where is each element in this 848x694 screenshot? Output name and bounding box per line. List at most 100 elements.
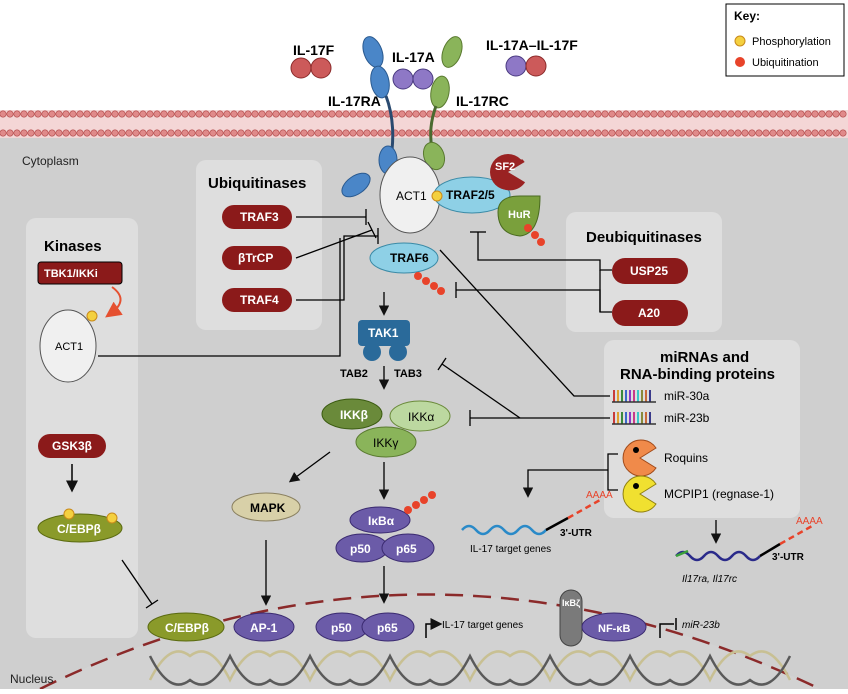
svg-text:TAB2: TAB2 [340, 368, 368, 380]
btrcp-pill: βTrCP [222, 246, 292, 270]
nuclear-target-genes: IL-17 target genes [442, 620, 523, 631]
deubiquitinases-title: Deubiquitinases [586, 229, 702, 246]
ikk-complex: IKKβ IKKα IKKγ [321, 398, 451, 458]
key-title: Key: [734, 9, 760, 23]
roquins-label: Roquins [664, 451, 708, 465]
receptor-il17ra: IL-17RA [328, 36, 398, 198]
mirna-title-1: miRNAs and [660, 349, 749, 366]
il17ra-il17rc-label: Il17ra, Il17rc [682, 574, 737, 585]
ubiquitinases-panel [196, 160, 322, 330]
svg-text:TAK1: TAK1 [368, 326, 399, 340]
mir23b-transcription-line [659, 623, 674, 638]
kinase-cebpb: C/EBPβ [37, 508, 123, 543]
svg-text:IκBα: IκBα [368, 514, 395, 528]
roquins-pacman-icon [622, 439, 657, 477]
mirna-title-2: RNA-binding proteins [620, 366, 775, 383]
kinases-title: Kinases [44, 238, 102, 255]
nfkb-ikba-complex: IκBα p50 p65 [335, 491, 436, 563]
mcpip1-pacman-icon [622, 475, 657, 513]
mirna-panel [604, 340, 800, 518]
svg-text:ACT1: ACT1 [55, 341, 83, 353]
act1-adaptor: ACT1 [379, 156, 441, 234]
traf25-protein: TRAF2/5 [431, 176, 511, 214]
usp25-pill: USP25 [612, 258, 688, 284]
pathway-edges [98, 209, 722, 609]
nuclear-nfkb: p50 p65 [315, 612, 415, 642]
tbk1-ikki-box: TBK1/IKKi [37, 261, 123, 285]
nuclear-cebpb: C/EBPβ [147, 612, 225, 642]
svg-text:TRAF3: TRAF3 [240, 210, 279, 224]
svg-text:AP-1: AP-1 [250, 621, 278, 635]
key-phospho: Phosphorylation [752, 36, 831, 48]
ligand-il17f: IL-17F [290, 42, 335, 79]
svg-text:HuR: HuR [508, 209, 531, 221]
ikbz-protein: IκBζ [559, 589, 583, 647]
phosphorylation-icon [86, 310, 98, 322]
svg-text:p65: p65 [377, 621, 398, 635]
svg-text:SF2: SF2 [495, 161, 515, 173]
traf4-pill: TRAF4 [222, 288, 292, 312]
cytoplasm-label: Cytoplasm [22, 154, 79, 168]
sf2-protein: SF2 [490, 154, 528, 191]
svg-text:IKKα: IKKα [408, 410, 434, 424]
mrna-target-genes-label: IL-17 target genes [470, 544, 551, 555]
nuclear-ap1: AP-1 [233, 612, 295, 642]
ligand-il17a: IL-17A [392, 49, 435, 90]
ubiquitinases-title: Ubiquitinases [208, 175, 306, 192]
nucleus-label: Nucleus [10, 672, 53, 686]
ligand-il17a-il17f: IL-17A–IL-17F [486, 37, 578, 77]
receptor-il17rc: IL-17RC [422, 36, 509, 171]
phosphorylation-icon [431, 190, 443, 202]
svg-text:ACT1: ACT1 [396, 189, 427, 203]
svg-text:AAAA: AAAA [796, 516, 823, 527]
transcription-arrow [425, 618, 443, 638]
il17rc-label: IL-17RC [456, 93, 509, 109]
gsk3b-pill: GSK3β [38, 434, 106, 458]
cell-membrane [0, 110, 848, 138]
dna-strand-2 [148, 653, 792, 686]
svg-text:TAB3: TAB3 [394, 368, 422, 380]
tbk1-arrow [105, 286, 123, 318]
key-ubiq: Ubiquitination [752, 57, 819, 69]
svg-text:TRAF6: TRAF6 [390, 251, 429, 265]
mir30a-label: miR-30a [664, 389, 710, 403]
svg-text:IKKγ: IKKγ [373, 436, 398, 450]
hur-protein: HuR [497, 195, 545, 246]
mir23b-icon [612, 412, 656, 425]
utr-label: 3'-UTR [560, 528, 593, 539]
il17ra-label: IL-17RA [328, 93, 381, 109]
poly-a-tail: AAAA [586, 490, 613, 501]
tak1-complex: TAK1 TAB2 TAB3 [340, 320, 422, 380]
mir30a-icon [612, 390, 656, 403]
kinase-act1: ACT1 [39, 309, 98, 383]
phosphorylation-icon [734, 35, 746, 47]
svg-text:TBK1/IKKi: TBK1/IKKi [44, 268, 98, 280]
nuclear-nfkb-2: NF-κB [581, 612, 647, 642]
svg-text:C/EBPβ: C/EBPβ [165, 621, 209, 635]
svg-text:βTrCP: βTrCP [238, 251, 273, 265]
traf6-protein: TRAF6 [369, 242, 445, 295]
traf3-pill: TRAF3 [222, 205, 292, 229]
key-box: Key: Phosphorylation Ubiquitination [725, 3, 845, 77]
svg-text:IκBζ: IκBζ [562, 598, 580, 608]
dna-strand-1 [148, 650, 792, 683]
svg-text:MAPK: MAPK [250, 501, 286, 515]
svg-text:A20: A20 [638, 306, 660, 320]
svg-text:p50: p50 [331, 621, 352, 635]
svg-text:TRAF2/5: TRAF2/5 [446, 188, 495, 202]
mrna-il17-targets: AAAA 3'-UTR IL-17 target genes [461, 490, 613, 555]
mapk-protein: MAPK [231, 492, 301, 522]
svg-text:USP25: USP25 [630, 264, 668, 278]
svg-text:3'-UTR: 3'-UTR [772, 552, 805, 563]
svg-text:IKKβ: IKKβ [340, 408, 368, 422]
svg-text:IL-17A–IL-17F: IL-17A–IL-17F [486, 37, 578, 53]
ubiquitination-icon [735, 57, 745, 67]
a20-pill: A20 [612, 300, 688, 326]
svg-text:IL-17F: IL-17F [293, 42, 335, 58]
svg-text:p50: p50 [350, 542, 371, 556]
svg-text:NF-κB: NF-κB [598, 623, 630, 635]
mcpip1-label: MCPIP1 (regnase-1) [664, 487, 774, 501]
svg-text:p65: p65 [396, 542, 417, 556]
svg-text:TRAF4: TRAF4 [240, 293, 279, 307]
